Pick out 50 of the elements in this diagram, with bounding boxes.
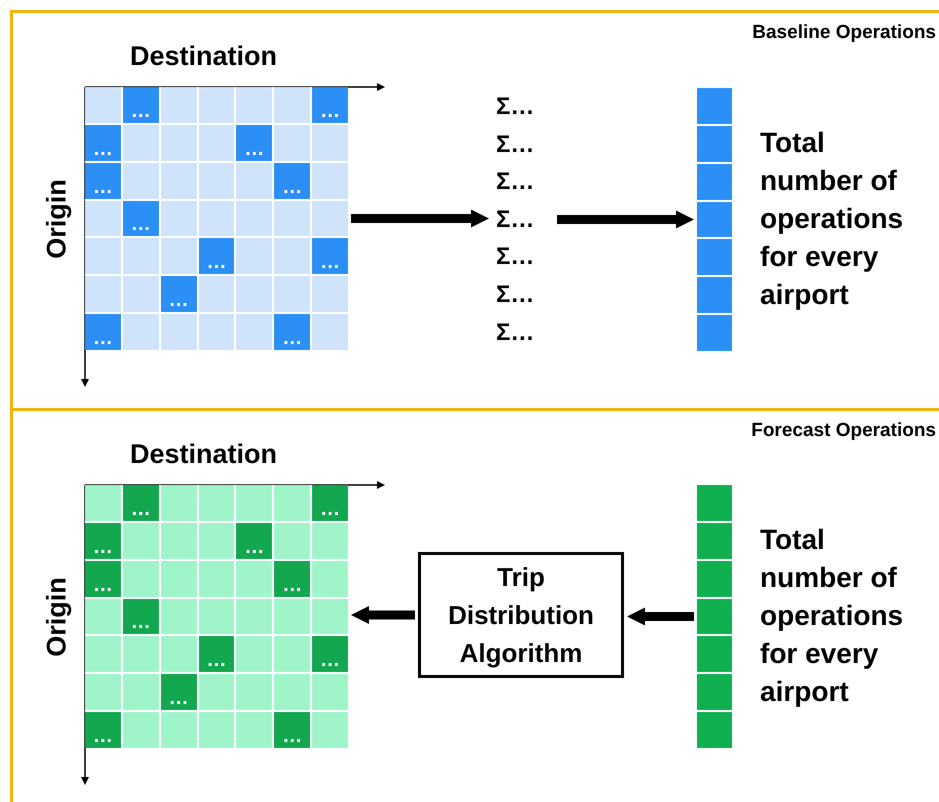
panel [10,10,939,410]
matrix-cell: … [160,674,197,710]
matrix-cell: … [85,712,121,748]
axis-label: Destination [130,439,278,470]
od-matrix-grid [85,87,348,350]
sum-term: Σ… [496,130,534,160]
matrix-cell: … [85,560,121,597]
matrix-cell: … [160,276,197,312]
matrix-cell: … [312,636,348,672]
matrix-cell: … [236,522,272,559]
matrix-cell: … [122,598,159,634]
matrix-cell: … [274,314,310,350]
matrix-cell: … [198,636,234,672]
arrow [351,606,415,624]
matrix-cell: … [122,200,159,236]
sum-term: Σ… [496,318,534,348]
matrix-cell: … [85,124,121,161]
axis-label: Origin [42,576,72,656]
sum-term: Σ… [496,204,534,235]
matrix-cell: … [274,560,310,597]
matrix-cell: … [312,87,348,123]
matrix-cell: … [274,712,310,748]
matrix-cell: … [274,162,310,199]
matrix-cell: … [312,485,348,521]
sum-term: Σ… [496,92,534,122]
arrow [627,608,694,626]
panel-title: Forecast Operations [751,420,936,442]
matrix-cell: … [312,238,348,274]
description-text: Total number of operations for every airport [760,523,904,709]
matrix-cell: … [122,87,159,123]
matrix-cell: … [85,522,121,559]
matrix-cell: … [236,124,272,161]
arrow [557,210,694,228]
matrix-cell: … [85,162,121,199]
axis-label: Destination [130,41,278,72]
panel [10,408,939,802]
matrix-cell: … [85,314,121,350]
sum-term: Σ… [496,280,534,310]
process-box: Trip Distribution Algorithm [418,552,624,678]
panel-title: Baseline Operations [752,22,936,44]
arrow [351,210,489,228]
stacked-bar [697,485,732,748]
matrix-cell: … [198,238,234,274]
sum-term: Σ… [496,167,534,198]
matrix-cell: … [122,485,159,521]
od-matrix-grid [85,485,348,748]
sum-term: Σ… [496,242,534,272]
description-text: Total number of operations for every airport [760,126,904,312]
stacked-bar [697,88,732,351]
axis-label: Origin [42,178,72,258]
